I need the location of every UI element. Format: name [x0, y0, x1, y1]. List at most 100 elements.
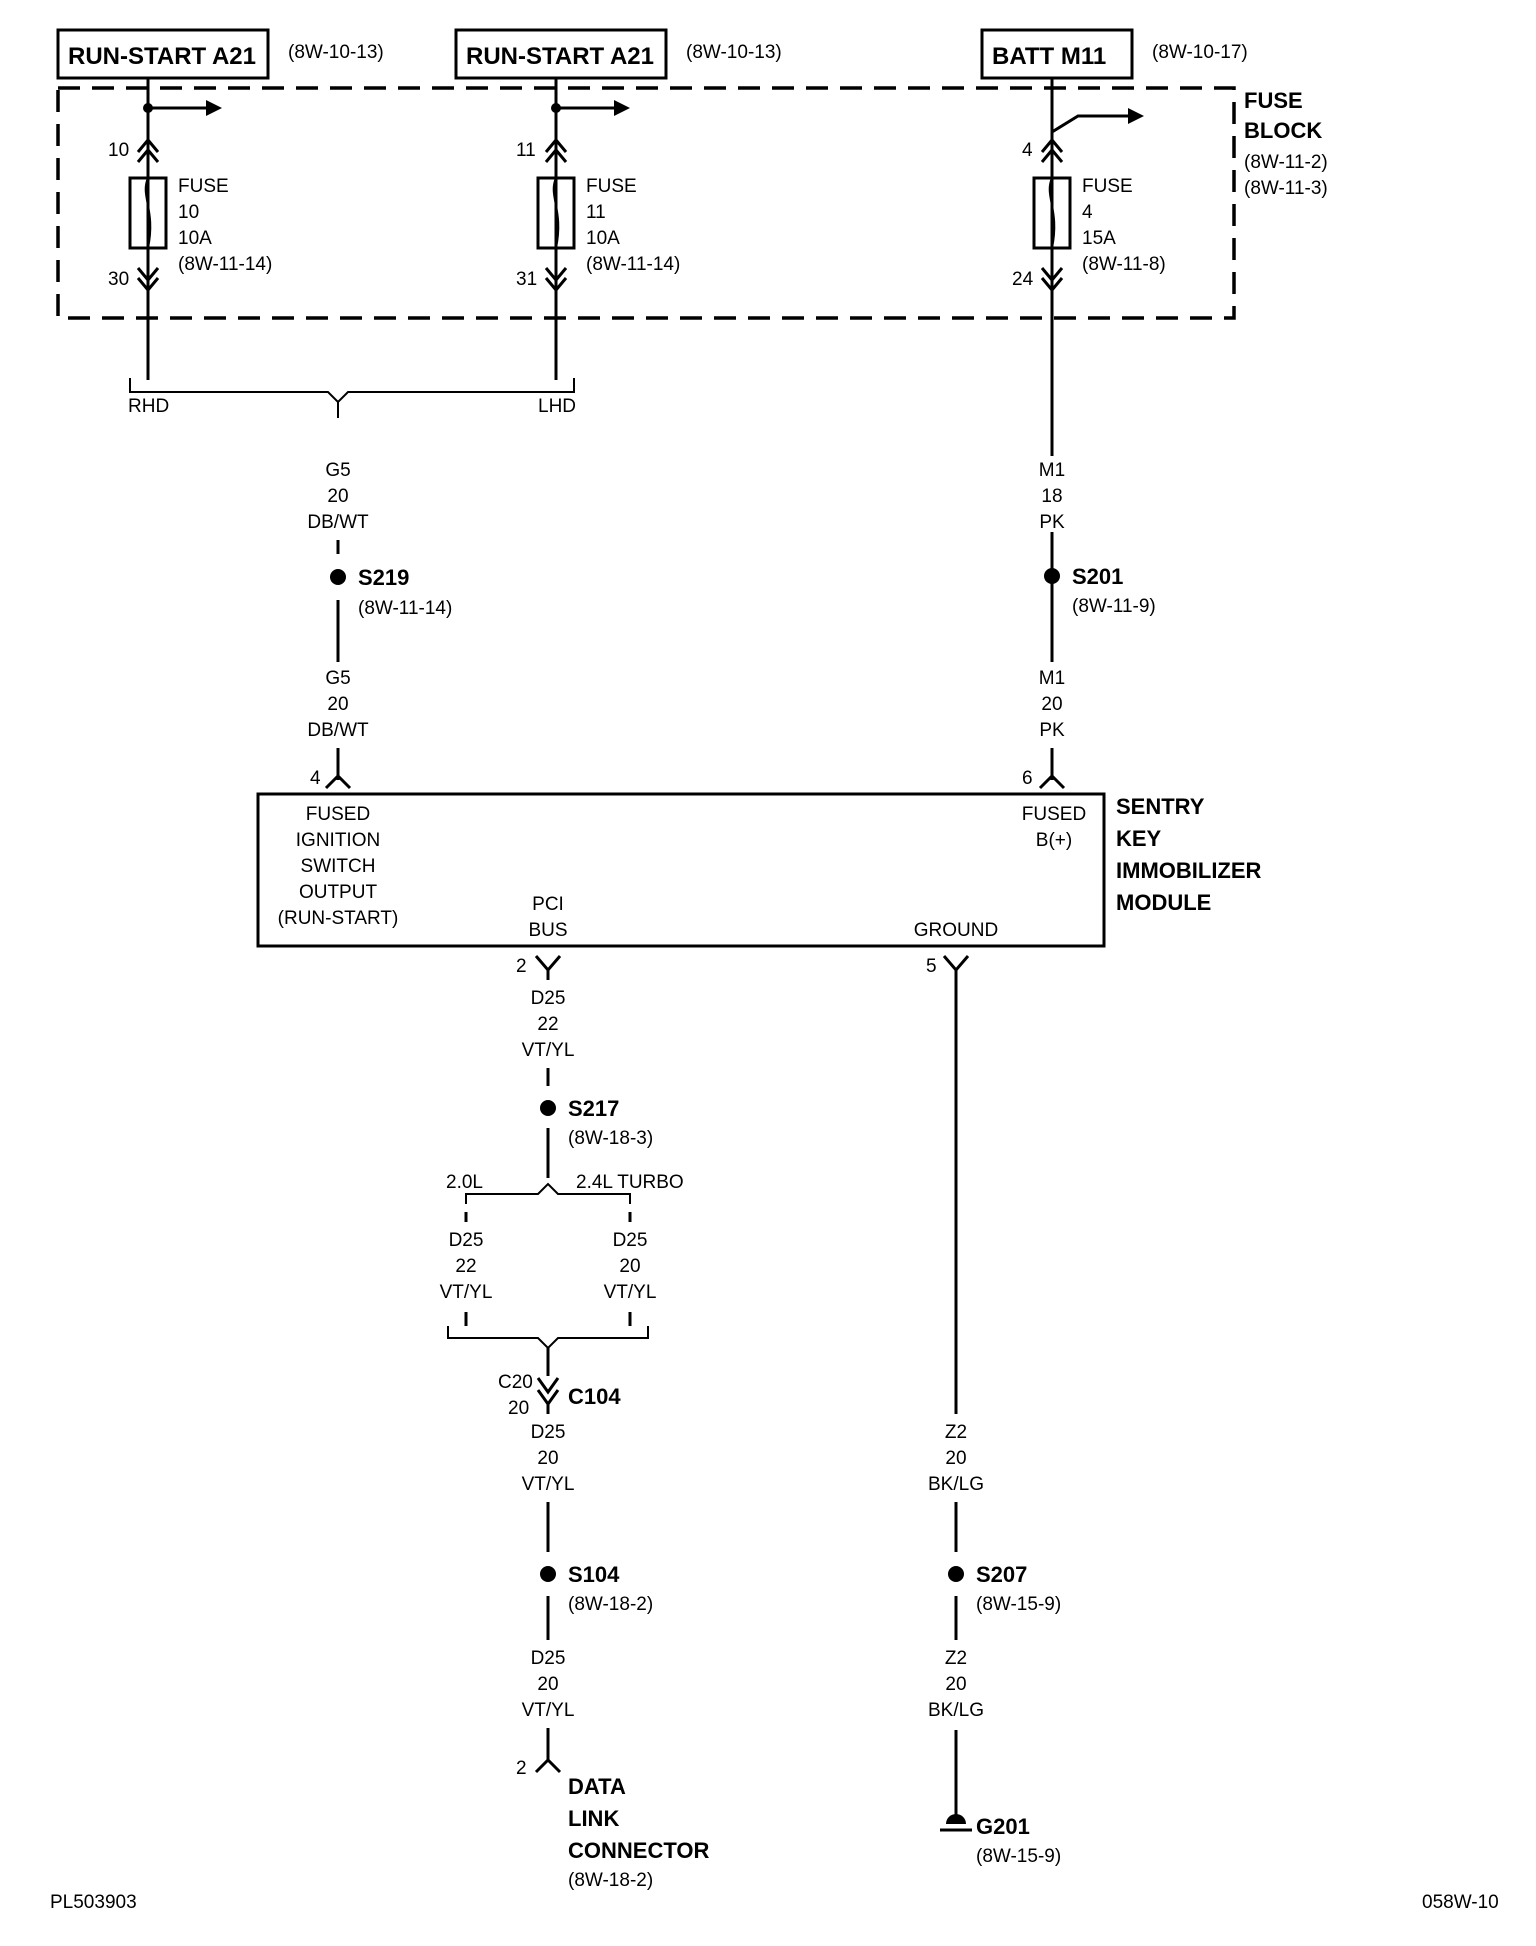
module-pin-label: PCI: [532, 894, 564, 915]
module-pin-label: B(+): [1036, 830, 1072, 851]
option-engine-a: 2.0L: [446, 1172, 483, 1193]
module-pin-label: (RUN-START): [278, 908, 399, 929]
fuse-block-ref: (8W-11-3): [1244, 178, 1328, 199]
fuse-number: 10: [178, 202, 199, 223]
source-run-start-1: RUN-START A21: [56, 28, 270, 80]
fuse-number: 4: [1082, 202, 1093, 223]
source-batt: BATT M11: [980, 28, 1134, 80]
pin-number: 5: [926, 956, 937, 977]
pin-number: 2: [516, 956, 527, 977]
fuse-4: 4 24 FUSE 4 15A (8W-11-8): [1012, 78, 1166, 638]
pin-number: 6: [1022, 768, 1033, 789]
wire-gauge: 20: [1041, 694, 1062, 715]
wire-circuit: D25: [613, 1230, 648, 1251]
ground-g201: G201: [976, 1814, 1030, 1839]
splice-ref: (8W-18-2): [568, 1594, 653, 1615]
source-label: BATT M11: [992, 43, 1106, 70]
wire-color: VT/YL: [522, 1040, 575, 1061]
pin-number: 10: [108, 140, 129, 161]
splice-dot: [540, 1100, 556, 1116]
module-name: SENTRY: [1116, 794, 1205, 819]
module-pin-label: OUTPUT: [299, 882, 378, 903]
wire-circuit: G5: [325, 460, 350, 481]
wire-z2: 5 Z2 20 BK/LG Z2 20 BK/LG: [926, 955, 984, 1832]
dlc-name: LINK: [568, 1806, 619, 1831]
source-run-start-2: RUN-START A21: [454, 28, 668, 80]
wire-circuit: M1: [1039, 668, 1065, 689]
splice-dot: [948, 1566, 964, 1582]
fuse-label: FUSE: [178, 176, 229, 197]
splice-ref: (8W-18-3): [568, 1128, 653, 1149]
source-label: RUN-START A21: [68, 43, 256, 70]
module-pin-label: BUS: [528, 920, 567, 941]
wire-g5: G5 20 DB/WT G5 20 DB/WT: [307, 460, 369, 790]
splice-s207: S207: [976, 1562, 1027, 1587]
fuse-11: 11 31 FUSE 11 10A (8W-11-14): [516, 78, 680, 380]
wire-circuit: M1: [1039, 460, 1065, 481]
wire-color: DB/WT: [307, 512, 369, 533]
source-label: RUN-START A21: [466, 43, 654, 70]
module-pin-label: FUSED: [306, 804, 370, 825]
module-name: MODULE: [1116, 890, 1211, 915]
fuse-number: 11: [586, 202, 606, 223]
dlc-ref: (8W-18-2): [568, 1870, 653, 1891]
fuse-block-outline: [56, 86, 1236, 320]
splice-dot: [540, 1566, 556, 1582]
fuse-label: FUSE: [1082, 176, 1133, 197]
wire-color: VT/YL: [522, 1700, 575, 1721]
splice-s219: S219: [358, 565, 409, 590]
wire-gauge: 22: [537, 1014, 558, 1035]
wire-m1: M1 18 PK M1 20 PK: [1030, 456, 1074, 790]
fuse-label: FUSE: [586, 176, 637, 197]
module-pin-label: FUSED: [1022, 804, 1086, 825]
module-pin-label: GROUND: [914, 920, 998, 941]
wire-color: VT/YL: [522, 1474, 575, 1495]
wire-color: VT/YL: [604, 1282, 657, 1303]
splice-ref: (8W-11-9): [1072, 596, 1156, 617]
splice-s201: S201: [1072, 564, 1123, 589]
wire-gauge: 18: [1041, 486, 1062, 507]
splice-ref: (8W-15-9): [976, 1594, 1061, 1615]
pin-number: 31: [516, 269, 537, 290]
module-name: IMMOBILIZER: [1116, 858, 1262, 883]
pin-number: 11: [516, 140, 536, 161]
wire-circuit: D25: [531, 1422, 566, 1443]
sentry-key-immobilizer-module: 4 6 FUSED IGNITION SWITCH OUTPUT (RUN-ST…: [256, 768, 1106, 948]
module-pin-label: SWITCH: [301, 856, 376, 877]
footer-left: PL503903: [50, 1892, 137, 1913]
splice-dot: [330, 569, 346, 585]
fuse-block-title: BLOCK: [1244, 118, 1322, 143]
pin-number: 2: [516, 1758, 527, 1779]
wire-color: VT/YL: [440, 1282, 493, 1303]
wire-gauge: 20: [537, 1674, 558, 1695]
option-lhd: LHD: [538, 396, 576, 417]
option-rhd: RHD: [128, 396, 169, 417]
connector-c104: C104: [568, 1384, 621, 1409]
fuse-ref: (8W-11-8): [1082, 254, 1166, 275]
fuse-rating: 10A: [586, 228, 620, 249]
wire-circuit: Z2: [945, 1422, 967, 1443]
wire-circuit: Z2: [945, 1648, 967, 1669]
wire-circuit: D25: [531, 988, 566, 1009]
wire-gauge: 20: [327, 694, 348, 715]
splice-dot: [1044, 568, 1060, 584]
wire-circuit: D25: [531, 1648, 566, 1669]
wire-circuit: G5: [325, 668, 350, 689]
ground-ref: (8W-15-9): [976, 1846, 1061, 1867]
pin-number: 4: [310, 768, 321, 789]
wire-gauge: 20: [619, 1256, 640, 1277]
splice-ref: (8W-11-14): [358, 598, 452, 619]
module-pin-label: IGNITION: [296, 830, 380, 851]
option-engine-b: 2.4L TURBO: [576, 1172, 684, 1193]
fuse-rating: 10A: [178, 228, 212, 249]
wire-d25: 2 D25 22 VT/YL D25 22 VT/YL D25 20 VT/YL…: [440, 955, 657, 1774]
source-ref: (8W-10-13): [288, 42, 384, 63]
fuse-10: 10 30 FUSE 10 10A (8W-11-14): [108, 78, 272, 380]
connector-pin: C20: [498, 1372, 533, 1393]
source-ref: (8W-10-17): [1152, 42, 1248, 63]
rhd-lhd-brace: RHD LHD: [128, 378, 576, 418]
wire-color: BK/LG: [928, 1474, 984, 1495]
pin-number: 4: [1022, 140, 1033, 161]
wire-gauge: 20: [327, 486, 348, 507]
